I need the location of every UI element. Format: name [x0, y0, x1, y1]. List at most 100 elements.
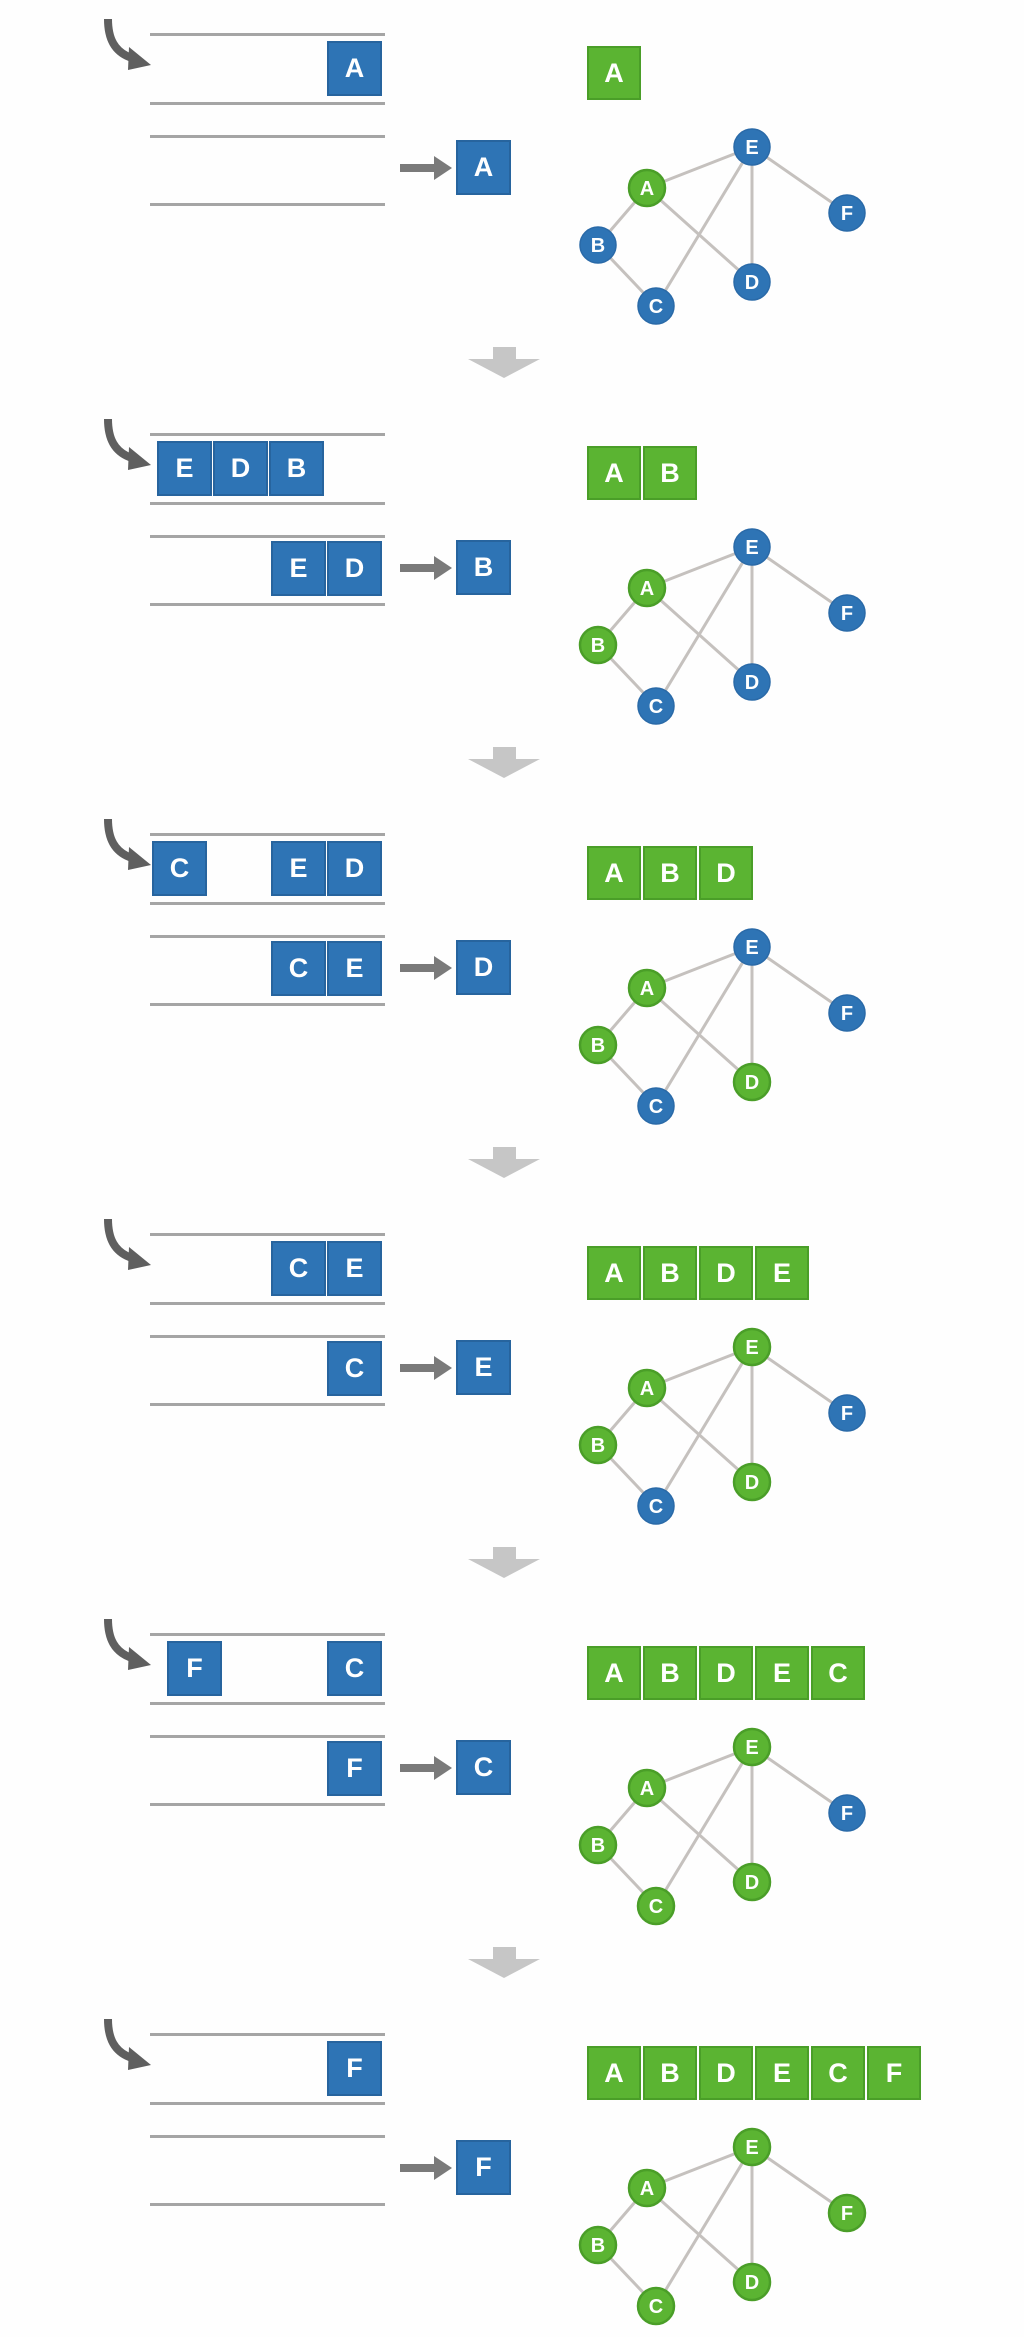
graph-node-F: [828, 1394, 866, 1432]
enqueue-arrow-icon: [104, 1218, 151, 1270]
queue-line: [150, 833, 385, 836]
dequeue-arrow-icon: [400, 956, 452, 980]
queue-line: [150, 2135, 385, 2138]
queue-line: [150, 203, 385, 206]
graph-node-label-D: D: [745, 2272, 759, 2294]
enqueue-arrow-icon: [104, 18, 151, 70]
enqueue-queue-box-A: A: [327, 41, 382, 96]
graph-edge-CE: [654, 146, 754, 307]
graph-node-B: [578, 2225, 618, 2265]
graph-node-label-A: A: [640, 2178, 654, 2200]
remaining-queue-box-E: E: [327, 941, 382, 996]
graph-node-C: [637, 287, 675, 325]
dequeue-arrow-icon: [400, 1356, 452, 1380]
graph-node-F: [827, 2193, 867, 2233]
graph-node-D: [732, 1062, 772, 1102]
next-step-arrow-icon: [468, 347, 540, 378]
enqueue-queue-box-E: E: [271, 841, 326, 896]
enqueue-arrow-icon: [104, 418, 151, 470]
queue-line: [150, 1403, 385, 1406]
graph-edge-EF: [751, 2145, 848, 2215]
graph-node-label-D: D: [745, 1472, 759, 1494]
graph-node-label-E: E: [745, 937, 758, 959]
queue-line: [150, 502, 385, 505]
graph-edge-CE: [654, 2146, 754, 2307]
dequeue-arrow-icon: [400, 156, 452, 180]
visited-box-A: A: [587, 46, 641, 100]
graph-node-E: [732, 1327, 772, 1367]
graph-node-B: [578, 1825, 618, 1865]
graph-node-C: [637, 1487, 675, 1525]
graph-node-label-D: D: [745, 272, 759, 294]
queue-line: [150, 1233, 385, 1236]
visited-box-C: C: [811, 2046, 865, 2100]
graph-node-F: [828, 194, 866, 232]
graph-node-label-E: E: [745, 137, 758, 159]
enqueue-queue-box-B: B: [269, 441, 324, 496]
enqueue-queue-box-C: C: [327, 1641, 382, 1696]
graph-node-A: [627, 968, 667, 1008]
graph-node-label-B: B: [591, 635, 605, 657]
graph-node-D: [732, 1862, 772, 1902]
dequeued-node-box-A: A: [456, 140, 511, 195]
graph-node-label-E: E: [745, 1337, 758, 1359]
queue-line: [150, 102, 385, 105]
graph-node-D: [732, 1462, 772, 1502]
graph-node-D: [733, 263, 771, 301]
visited-box-A: A: [587, 846, 641, 900]
graph-node-label-E: E: [745, 537, 758, 559]
enqueue-queue-box-D: D: [327, 841, 382, 896]
dequeued-node-box-C: C: [456, 1740, 511, 1795]
graph-node-label-F: F: [841, 203, 853, 225]
graph-node-F: [828, 994, 866, 1032]
dequeued-node-box-B: B: [456, 540, 511, 595]
visited-box-F: F: [867, 2046, 921, 2100]
graph-edge-EF: [751, 1345, 848, 1415]
visited-box-A: A: [587, 1246, 641, 1300]
queue-line: [150, 135, 385, 138]
graph-edge-CE: [654, 546, 754, 707]
next-step-arrow-icon: [468, 1947, 540, 1978]
graph-node-C: [636, 2286, 676, 2326]
graph-node-C: [637, 1087, 675, 1125]
visited-box-B: B: [643, 446, 697, 500]
remaining-queue-box-D: D: [327, 541, 382, 596]
queue-line: [150, 2102, 385, 2105]
visited-box-D: D: [699, 846, 753, 900]
graph-node-F: [828, 1794, 866, 1832]
graph-node-label-A: A: [640, 578, 654, 600]
queue-line: [150, 33, 385, 36]
enqueue-queue-box-F: F: [167, 1641, 222, 1696]
dequeue-arrow-icon: [400, 2156, 452, 2180]
visited-box-B: B: [643, 1246, 697, 1300]
dequeue-arrow-icon: [400, 556, 452, 580]
graph-node-label-A: A: [640, 178, 654, 200]
enqueue-arrow-icon: [104, 2018, 151, 2070]
visited-box-E: E: [755, 2046, 809, 2100]
graph-node-label-B: B: [591, 1435, 605, 1457]
graph-node-label-B: B: [591, 235, 605, 257]
queue-line: [150, 603, 385, 606]
graph-edge-EF: [751, 945, 848, 1015]
graph-node-F: [828, 594, 866, 632]
visited-box-E: E: [755, 1246, 809, 1300]
graph-edge-CE: [654, 1746, 754, 1907]
enqueue-queue-box-F: F: [327, 2041, 382, 2096]
graph-node-B: [579, 226, 617, 264]
visited-box-D: D: [699, 2046, 753, 2100]
queue-line: [150, 1803, 385, 1806]
queue-line: [150, 2203, 385, 2206]
enqueue-queue-box-E: E: [327, 1241, 382, 1296]
graph-node-A: [627, 1768, 667, 1808]
